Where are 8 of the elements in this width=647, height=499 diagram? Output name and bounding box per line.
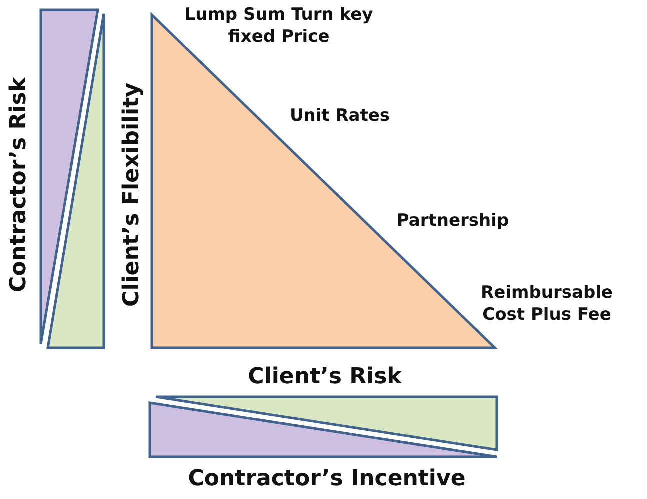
contract-type-label: Partnership (396, 210, 510, 232)
contract-type-label: Reimbursable Cost Plus Fee (480, 282, 614, 326)
contract-type-label: Unit Rates (288, 105, 392, 128)
axis-label: Client’s Flexibility (118, 83, 146, 307)
axis-label: Client’s Risk (248, 364, 402, 392)
axis-label: Contractor’s Incentive (188, 466, 466, 494)
contract-type-label: Lump Sum Turn key fixed Price (184, 4, 374, 48)
axis-label: Contractor’s Risk (6, 78, 33, 292)
